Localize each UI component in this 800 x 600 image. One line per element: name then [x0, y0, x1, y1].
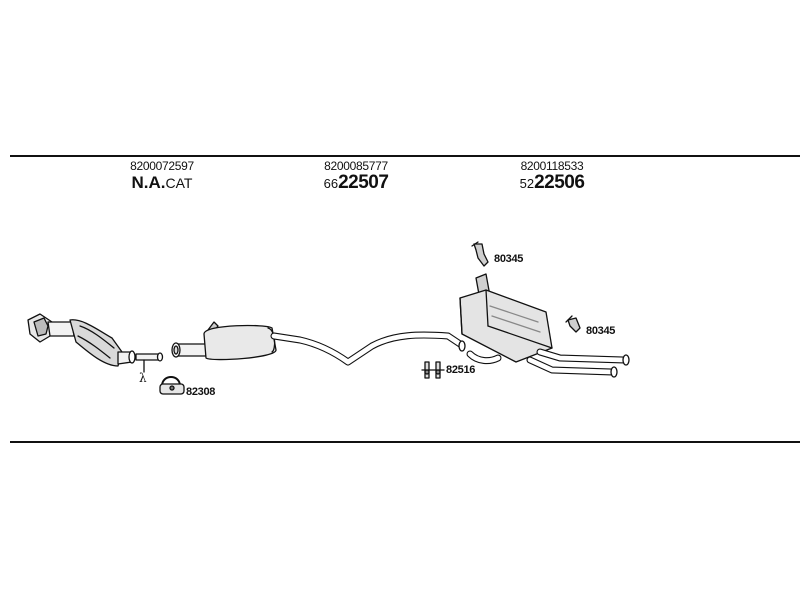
- oem-number: 8200072597: [130, 159, 194, 173]
- middle-silencer: [171, 321, 466, 366]
- rear-silencer: [459, 273, 630, 378]
- top-divider: [10, 155, 800, 157]
- header-rear-silencer: 8200118533 5222506: [482, 159, 622, 194]
- part-code: 6622507: [323, 172, 389, 193]
- bottom-divider: [10, 441, 800, 443]
- part-label-hanger: 82516: [446, 364, 476, 376]
- catalytic-converter: [27, 313, 164, 373]
- part-label-bracket-top: 80345: [494, 253, 524, 265]
- oem-number: 8200085777: [324, 159, 388, 173]
- mounting-bracket-top: [471, 241, 489, 267]
- part-code: N.A.CAT: [131, 173, 193, 192]
- part-label-clamp: 82308: [186, 386, 216, 398]
- mounting-bracket-right: [565, 315, 581, 333]
- part-label-bracket-right: 80345: [586, 325, 616, 337]
- header-catalyst: 8200072597 N.A.CAT: [92, 159, 232, 194]
- rubber-hanger: [421, 361, 445, 379]
- part-code: 5222506: [519, 172, 585, 193]
- pipe-clamp: [159, 376, 185, 395]
- header-middle-silencer: 8200085777 6622507: [286, 159, 426, 194]
- oem-number: 8200118533: [520, 159, 584, 173]
- lambda-symbol: λ: [139, 371, 147, 385]
